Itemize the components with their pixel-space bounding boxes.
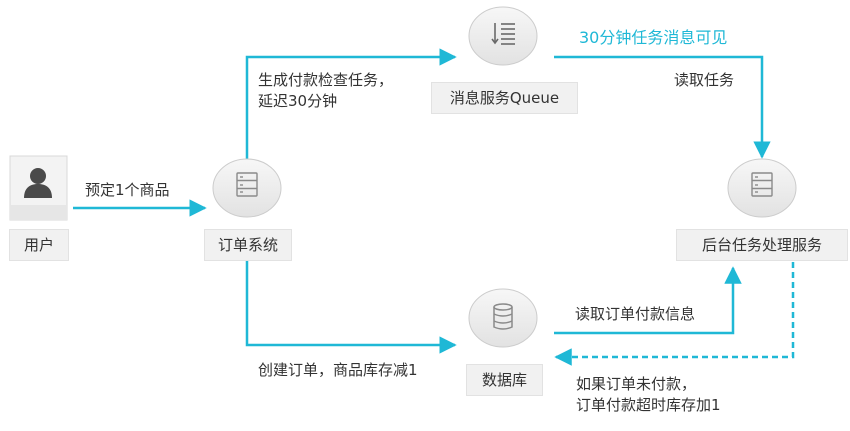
list-icon — [491, 23, 515, 45]
edge-label-create-task-line1: 生成付款检查任务， — [258, 71, 394, 89]
order-system-label: 订单系统 — [204, 229, 292, 261]
backend-label: 后台任务处理服务 — [676, 229, 848, 261]
edge-order-to-queue — [245, 48, 457, 160]
edge-queue-to-backend — [554, 55, 771, 159]
database-icon — [493, 303, 513, 330]
connectors — [73, 48, 795, 366]
edge-label-unpaid-line2: 订单付款超时库存加1 — [576, 396, 721, 414]
edge-label-create-order: 创建订单，商品库存减1 — [258, 361, 418, 379]
edge-backend-to-database-dashed — [554, 262, 795, 366]
server-icon — [236, 172, 258, 197]
backend-node — [727, 158, 797, 218]
edge-label-unpaid: 如果订单未付款， 订单付款超时库存加1 — [576, 374, 721, 416]
queue-node — [468, 6, 538, 66]
edge-database-to-backend — [554, 266, 742, 335]
edge-label-unpaid-line1: 如果订单未付款， — [576, 375, 697, 393]
edge-label-visible-after: 30分钟任务消息可见 — [579, 28, 728, 47]
order-system-node — [212, 158, 282, 218]
user-icon — [24, 168, 52, 198]
server-icon — [751, 172, 773, 197]
edge-label-create-task-line2: 延迟30分钟 — [258, 92, 338, 110]
database-label: 数据库 — [466, 364, 543, 396]
edge-label-read-payment: 读取订单付款信息 — [575, 305, 696, 323]
user-label: 用户 — [9, 229, 69, 261]
edge-label-book-item: 预定1个商品 — [85, 181, 170, 199]
edge-label-create-task: 生成付款检查任务， 延迟30分钟 — [258, 70, 393, 112]
edge-label-read-task: 读取任务 — [674, 71, 735, 89]
database-node — [468, 288, 538, 348]
user-node — [9, 155, 68, 221]
queue-label: 消息服务Queue — [431, 82, 578, 114]
edge-order-to-database — [245, 260, 457, 354]
